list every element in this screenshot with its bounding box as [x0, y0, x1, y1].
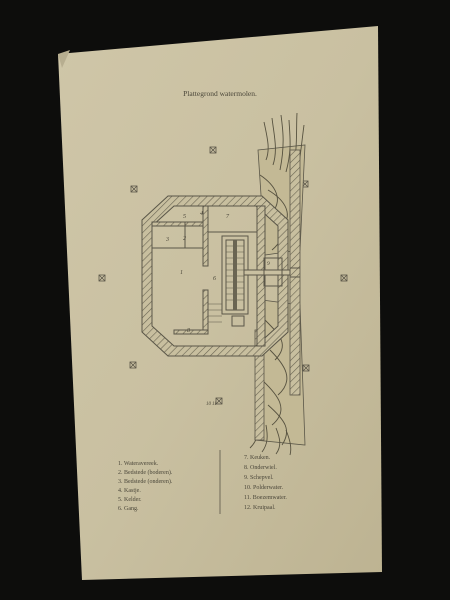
- room-number: 4: [200, 210, 203, 217]
- legend-left: 1. Wateravereek. 2. Bedstede (boderen). …: [118, 461, 173, 512]
- legend-entry: 12. Kruipaal.: [244, 505, 276, 511]
- marker-symbol-icon: [215, 397, 223, 405]
- marker-symbol-icon: [129, 361, 137, 369]
- room-number: 5: [183, 214, 186, 220]
- plan-mark: 9: [267, 261, 270, 267]
- legend-entry: 8. Onderwiel.: [244, 465, 277, 471]
- plan-mark: 10: [206, 402, 212, 407]
- room-numbers: 1 2 3 4 5 6 7 8 9 10 11: [165, 210, 270, 407]
- sheet-title: Plattegrond watermolen.: [183, 89, 257, 98]
- legend-entry: 2. Bedstede (boderen).: [118, 469, 173, 476]
- legend-entry: 11. Boezemwater.: [244, 495, 287, 501]
- plan-mark: 11: [212, 402, 217, 407]
- marker-symbol-icon: [209, 146, 217, 154]
- legend-entry: 1. Wateravereek.: [118, 461, 159, 467]
- room-number: 2: [183, 236, 186, 242]
- marker-symbol-icon: [130, 185, 138, 193]
- room-number: 3: [165, 237, 169, 243]
- legend-entry: 9. Schepvel.: [244, 475, 274, 481]
- document-content: Plattegrond watermolen.: [98, 89, 348, 514]
- mill-building: [141, 195, 300, 357]
- paper-fold-corner: [58, 50, 70, 68]
- legend-entry: 10. Polderwater.: [244, 485, 284, 491]
- legend-entry: 5. Kelder.: [118, 497, 142, 503]
- legend-entry: 4. Kastje.: [118, 488, 141, 494]
- legend-entry: 7. Keuken.: [244, 455, 271, 461]
- marker-symbol-icon: [302, 364, 310, 372]
- room-number: 7: [226, 214, 230, 220]
- room-number: 1: [180, 270, 183, 276]
- legend-entry: 6. Gang.: [118, 506, 139, 512]
- marker-symbol-icon: [340, 274, 348, 282]
- legend-entry: 3. Bedstede (onderen).: [118, 478, 173, 485]
- marker-symbol-icon: [98, 274, 106, 282]
- room-number: 8: [187, 328, 190, 334]
- marker-symbols: [98, 146, 348, 405]
- room-number: 6: [213, 276, 216, 282]
- legend-right: 7. Keuken. 8. Onderwiel. 9. Schepvel. 10…: [244, 455, 287, 511]
